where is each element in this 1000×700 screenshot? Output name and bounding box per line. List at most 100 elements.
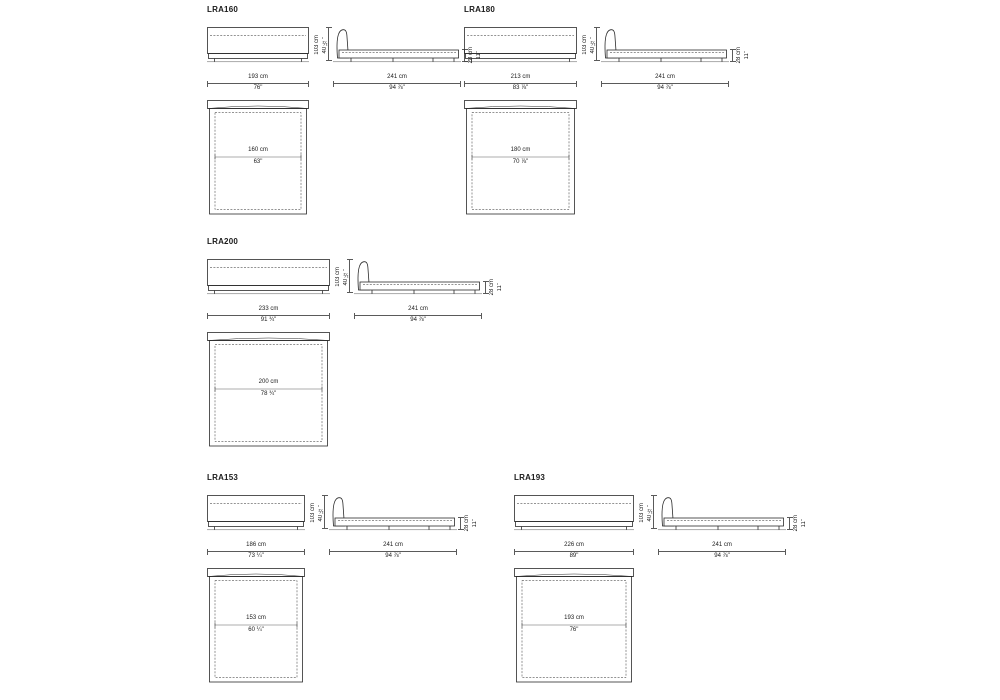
height-dim-labels: 103 cm 40 ½" — [334, 257, 351, 297]
length-cm: 241 cm — [712, 542, 732, 548]
plan-svg — [464, 100, 577, 215]
base-height-in: 11" — [472, 518, 478, 528]
height-dim-labels: 103 cm 40 ½" — [581, 25, 598, 65]
plan-svg — [514, 568, 634, 683]
mattress-width-in: 76" — [569, 627, 579, 633]
side-elevation-drawing — [354, 259, 482, 295]
model-code: LRA160 — [207, 5, 238, 14]
plan-svg — [207, 568, 305, 683]
plan-svg — [207, 100, 309, 215]
base-height-dim-labels: 28 cm 11" — [792, 505, 809, 541]
height-in: 40 ½" — [647, 504, 653, 522]
length-dim-line — [329, 549, 457, 555]
length-dim-line — [601, 81, 729, 87]
front-width-cm: 193 cm — [248, 74, 268, 80]
base-height-cm: 28 cm — [464, 514, 470, 532]
length-in: 94 ⅞" — [714, 553, 730, 559]
height-cm: 103 cm — [314, 35, 320, 55]
base-height-dim-line — [787, 517, 793, 530]
height-dim-line — [326, 27, 332, 61]
mattress-width-in: 60 ¼" — [248, 627, 264, 633]
height-in: 40 ½" — [318, 504, 324, 522]
mattress-width-in: 78 ¾" — [260, 391, 277, 397]
mattress-width-cm: 160 cm — [248, 147, 268, 153]
base-height-dim-line — [483, 281, 489, 294]
height-in: 40 ½" — [343, 268, 349, 286]
front-width-dim-line — [207, 549, 305, 555]
plan-drawing: 180 cm 70 ⅞" — [464, 100, 577, 215]
front-elevation-drawing — [464, 27, 577, 63]
front-elevation-svg — [514, 495, 634, 530]
length-cm: 241 cm — [387, 74, 407, 80]
plan-drawing: 193 cm 76" — [514, 568, 634, 683]
base-height-dim-labels: 28 cm 11" — [735, 37, 752, 73]
front-elevation-drawing — [207, 495, 305, 531]
model-code: LRA193 — [514, 473, 545, 482]
front-width-in: 91 ¾" — [260, 317, 277, 323]
front-width-cm: 233 cm — [258, 306, 279, 312]
side-elevation-drawing — [329, 495, 457, 531]
plan-drawing: 153 cm 60 ¼" — [207, 568, 305, 683]
model-lra200: LRA200 233 cm 91 ¾" 241 cm 94 ⅞" 103 cm … — [207, 237, 503, 447]
length-dim-line — [354, 313, 482, 319]
base-height-dim-labels: 28 cm 11" — [463, 505, 480, 541]
height-dim-line — [322, 495, 328, 529]
base-height-in: 11" — [801, 518, 807, 528]
front-width-in: 89" — [569, 553, 579, 559]
length-cm: 241 cm — [383, 542, 403, 548]
length-in: 94 ⅞" — [389, 85, 405, 91]
length-in: 94 ⅞" — [385, 553, 401, 559]
length-cm: 241 cm — [655, 74, 675, 80]
side-elevation-drawing — [601, 27, 729, 63]
height-dim-line — [347, 259, 353, 293]
model-lra153: LRA153 186 cm 73 ¼" 241 cm 94 ⅞" 103 cm … — [207, 473, 478, 683]
plan-svg — [207, 332, 330, 447]
front-width-dim-line — [514, 549, 634, 555]
front-width-dim-line — [207, 81, 309, 87]
front-width-cm: 226 cm — [564, 542, 584, 548]
height-cm: 103 cm — [582, 35, 588, 55]
base-height-in: 11" — [744, 50, 750, 60]
side-elevation-svg — [329, 497, 457, 530]
base-height-dim-line — [458, 517, 464, 530]
front-width-in: 83 ⅞" — [512, 85, 529, 91]
model-lra193: LRA193 226 cm 89" 241 cm 94 ⅞" 103 cm 40… — [514, 473, 807, 683]
length-dim-line — [658, 549, 786, 555]
height-dim-labels: 103 cm 40 ½" — [638, 493, 655, 533]
length-in: 94 ⅞" — [657, 85, 673, 91]
front-width-in: 76" — [253, 85, 263, 91]
front-width-cm: 213 cm — [510, 74, 531, 80]
height-dim-line — [594, 27, 600, 61]
height-in: 40 ½" — [590, 36, 596, 54]
mattress-width-in: 63" — [253, 159, 263, 165]
model-code: LRA180 — [464, 5, 495, 14]
height-dim-labels: 103 cm 40 ½" — [309, 493, 326, 533]
length-in: 94 ⅞" — [410, 317, 426, 323]
mattress-width-cm: 153 cm — [246, 615, 266, 621]
height-cm: 103 cm — [310, 503, 316, 523]
base-height-dim-line — [462, 49, 468, 62]
front-elevation-drawing — [514, 495, 634, 531]
front-elevation-svg — [464, 27, 577, 62]
plan-drawing: 200 cm 78 ¾" — [207, 332, 330, 447]
side-elevation-svg — [333, 29, 461, 62]
length-cm: 241 cm — [408, 306, 428, 312]
front-width-cm: 186 cm — [246, 542, 266, 548]
side-elevation-svg — [601, 29, 729, 62]
model-lra160: LRA160 193 cm 76" 241 cm 94 ⅞" 103 cm 40… — [207, 5, 482, 215]
front-elevation-drawing — [207, 27, 309, 63]
front-width-dim-line — [464, 81, 577, 87]
side-elevation-svg — [658, 497, 786, 530]
model-lra180: LRA180 213 cm 83 ⅞" 241 cm 94 ⅞" 103 cm … — [464, 5, 750, 215]
length-dim-line — [333, 81, 461, 87]
height-dim-line — [651, 495, 657, 529]
side-elevation-svg — [354, 261, 482, 294]
height-cm: 103 cm — [335, 267, 341, 287]
side-elevation-drawing — [658, 495, 786, 531]
mattress-width-in: 70 ⅞" — [512, 159, 529, 165]
model-code: LRA153 — [207, 473, 238, 482]
mattress-width-cm: 180 cm — [510, 147, 531, 153]
base-height-dim-labels: 28 cm 11" — [488, 269, 505, 305]
front-elevation-svg — [207, 495, 305, 530]
model-code: LRA200 — [207, 237, 238, 246]
